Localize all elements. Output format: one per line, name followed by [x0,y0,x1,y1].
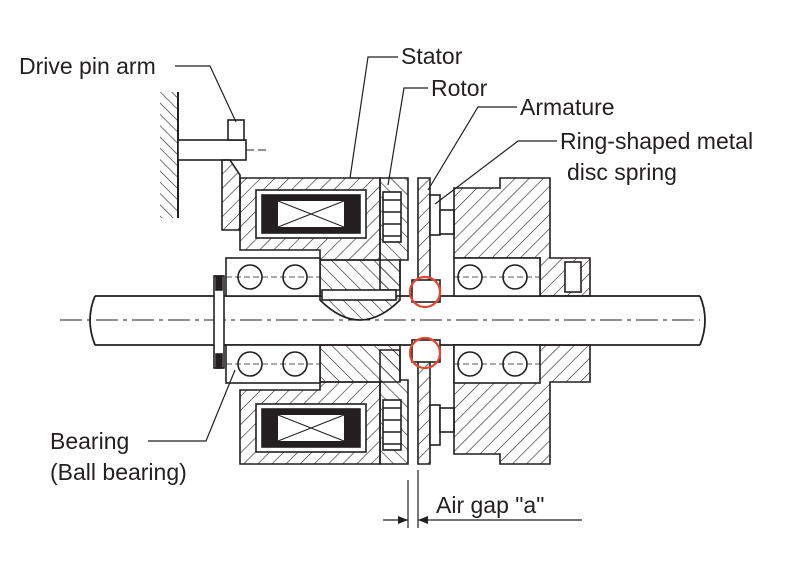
armature-upper [417,177,455,291]
label-armature: Armature [520,94,615,120]
label-rotor: Rotor [431,75,488,101]
label-air-gap: Air gap "a" [436,492,544,518]
rotor-lower [319,344,409,465]
label-spring-line2: disc spring [567,159,677,185]
label-spring-line1: Ring-shaped metal [560,128,753,154]
label-bearing-line1: Bearing [50,428,129,454]
left-bearing-lower [225,344,321,384]
stator-lower [239,381,381,465]
armature-lower [417,349,455,465]
arrow-left [418,516,428,524]
label-bearing-line2: (Ball bearing) [50,459,187,485]
air-gap-highlight-upper [408,275,442,309]
snap-ring-left [213,275,225,369]
label-stator: Stator [401,43,463,69]
stator-upper [239,177,381,261]
label-drive-pin-arm: Drive pin arm [19,53,156,79]
hub-lower [453,344,591,465]
air-gap-highlight-lower [408,336,442,370]
left-bearing-upper [225,257,321,297]
rotor-upper [319,177,409,321]
arrow-right [398,516,408,524]
wall [160,92,179,218]
air-gap-marker-upper [411,279,441,303]
hub-upper [453,177,591,297]
